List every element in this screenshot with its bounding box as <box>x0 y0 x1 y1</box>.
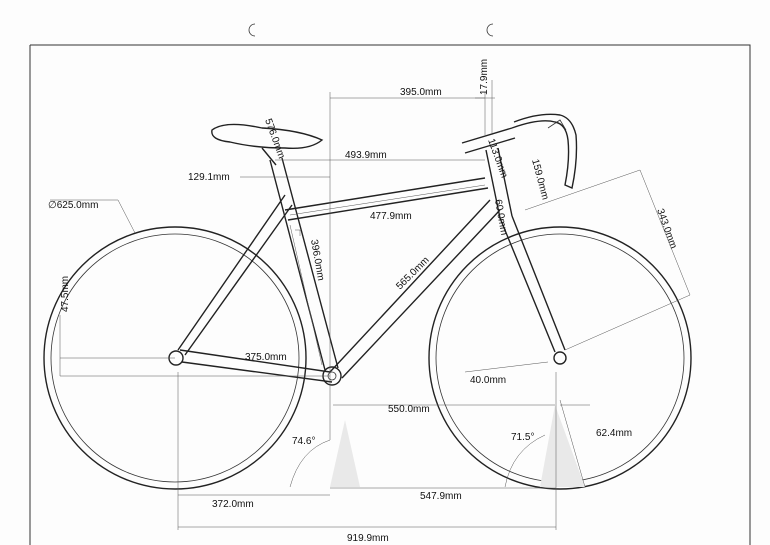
label-reach: 395.0mm <box>400 87 442 98</box>
label-top-tube-horizontal: 493.9mm <box>345 150 387 161</box>
label-seat-tube: 396.0mm <box>308 239 326 282</box>
label-stack-offset: 17.9mm <box>479 59 490 95</box>
label-down-tube: 565.0mm <box>394 255 431 292</box>
rear-wheel <box>43 226 307 490</box>
label-front-center: 547.9mm <box>420 491 462 502</box>
label-trail: 62.4mm <box>596 428 632 439</box>
sheet-border <box>29 44 751 545</box>
bike-frame <box>168 147 567 386</box>
label-top-tube: 477.9mm <box>370 211 412 222</box>
label-head-angle: 71.5° <box>511 432 534 443</box>
handlebar-stem <box>461 113 578 189</box>
saddle <box>211 123 324 166</box>
label-rear-center: 372.0mm <box>212 499 254 510</box>
label-seat-angle: 74.6° <box>292 436 315 447</box>
label-stem-length: 113.0mm <box>485 137 509 179</box>
label-saddle-setback: 129.1mm <box>188 172 230 183</box>
binder-hole-left <box>248 23 256 37</box>
label-front-center-horizontal: 550.0mm <box>388 404 430 415</box>
dimension-labels: 395.0mm 17.9mm 576.0mm 493.9mm 113.0mm 1… <box>48 59 679 544</box>
label-chainstay: 375.0mm <box>245 352 287 363</box>
label-head-tube: 60.0mm <box>492 199 509 236</box>
label-wheelbase: 919.9mm <box>347 533 389 544</box>
label-fork-length: 343.0mm <box>654 207 679 250</box>
label-bb-height: 47.5mm <box>60 276 71 312</box>
label-wheel-diameter: ∅625.0mm <box>48 200 98 211</box>
binder-hole-right <box>486 23 494 37</box>
label-fork-offset: 40.0mm <box>470 375 506 386</box>
label-handlebar-drop: 159.0mm <box>529 158 550 201</box>
dimension-lines <box>50 80 691 530</box>
